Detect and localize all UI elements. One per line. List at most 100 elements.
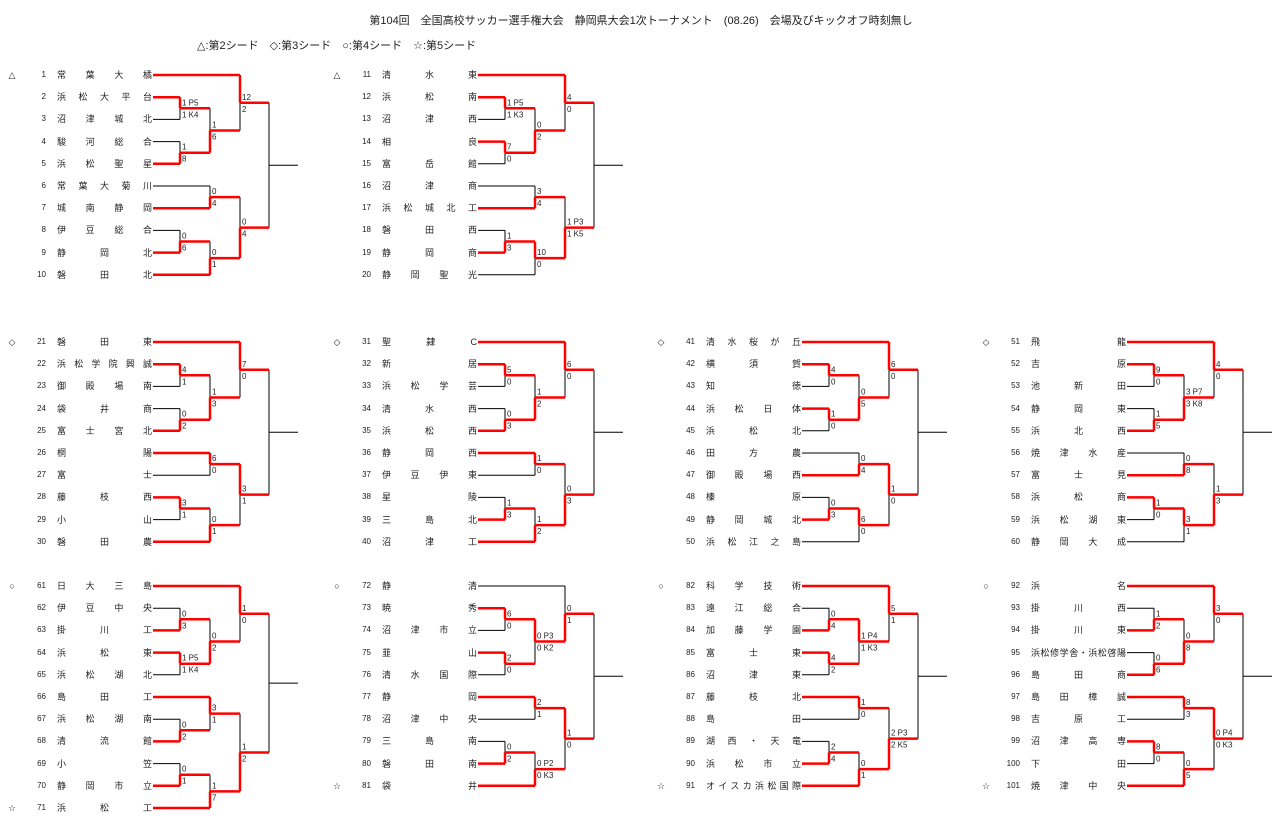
team-number: 55	[1011, 425, 1020, 435]
team-name: 浜松湖北	[57, 669, 152, 680]
team-name: 静岡聖光	[382, 269, 477, 280]
team-number: 87	[686, 692, 695, 701]
match-score: 1	[242, 497, 247, 506]
team-number: 1	[41, 70, 46, 79]
match-score: 7	[212, 793, 217, 802]
team-name: 富士	[57, 470, 152, 481]
match-score: 2	[242, 105, 247, 114]
team-number: 17	[362, 203, 371, 213]
team-number: 71	[37, 803, 46, 812]
match-score: 6	[212, 133, 217, 142]
team-name: 池新田	[1031, 381, 1126, 392]
team-number: 50	[686, 536, 695, 546]
team-number: 84	[686, 625, 695, 635]
match-score: 6	[1156, 666, 1161, 675]
team-number: 101	[1006, 780, 1020, 790]
team-number: 88	[686, 714, 695, 724]
team-number: 64	[37, 647, 46, 657]
team-name: 小笠	[57, 758, 152, 769]
match-score: 0	[567, 372, 572, 381]
match-score: 1	[537, 454, 542, 463]
team-number: 49	[686, 514, 695, 524]
team-name: 富士東	[706, 647, 801, 658]
team-name: 浜松東	[57, 647, 152, 658]
match-score: 3 K8	[1186, 400, 1203, 409]
match-score: 1	[537, 388, 542, 397]
match-score: 3	[1216, 604, 1221, 613]
team-name: 浜松日体	[706, 403, 801, 414]
match-score: 1	[182, 777, 187, 786]
match-score: 0	[1216, 616, 1221, 625]
team-number: 29	[37, 514, 46, 524]
team-number: 100	[1006, 758, 1020, 768]
match-score: 0	[861, 454, 866, 463]
match-score: 1	[242, 604, 247, 613]
match-score: 6	[507, 609, 512, 618]
team-name: 掛川西	[1031, 603, 1126, 614]
match-score: 1	[1216, 485, 1221, 494]
match-score: 0	[1156, 377, 1161, 386]
team-number: 19	[362, 247, 371, 257]
match-score: 0	[861, 710, 866, 719]
team-number: 47	[686, 470, 695, 480]
team-name: 伊豆中央	[57, 603, 152, 614]
match-score: 9	[1156, 365, 1161, 374]
team-number: 60	[1011, 536, 1020, 546]
team-name: 袋井	[382, 780, 477, 791]
team-name: 静岡商	[382, 247, 477, 258]
team-number: 76	[362, 669, 371, 679]
team-name: 星陵	[382, 492, 477, 503]
match-score: 3	[567, 497, 572, 506]
match-score: 0	[507, 377, 512, 386]
team-number: 37	[362, 470, 371, 480]
match-score: 3	[1216, 497, 1221, 506]
team-number: 65	[37, 669, 46, 679]
team-name: 袋井商	[57, 403, 152, 414]
match-score: 3	[182, 621, 187, 630]
match-score: 0	[1216, 372, 1221, 381]
team-name: 富士見	[1031, 470, 1126, 481]
team-name: 浜松学芸	[382, 381, 477, 392]
match-score: 3	[507, 511, 512, 520]
team-name: 田方農	[706, 448, 801, 458]
match-score: 1	[861, 771, 866, 780]
team-number: 90	[686, 758, 695, 768]
team-number: 59	[1011, 514, 1020, 524]
team-name: 浜松大平台	[57, 92, 152, 103]
team-name: 横須賀	[706, 359, 801, 370]
match-score: 10	[537, 248, 546, 257]
team-name: 下田	[1031, 758, 1126, 769]
match-score: 6	[182, 244, 187, 253]
team-name: 焼津水産	[1031, 448, 1126, 458]
team-name: 浜松修学舎・浜松啓陽	[1031, 647, 1126, 658]
match-score: 5	[891, 604, 896, 613]
match-score: 3	[831, 511, 836, 520]
match-score: 0	[831, 422, 836, 431]
team-number: 21	[37, 337, 46, 346]
match-score: 12	[242, 93, 251, 102]
team-name: 御殿場南	[57, 381, 152, 392]
team-name: 静岡西	[382, 448, 477, 458]
match-score: 5	[1156, 422, 1161, 431]
match-score: 1	[861, 698, 866, 707]
team-number: 63	[37, 625, 46, 635]
team-number: 36	[362, 448, 371, 457]
team-name: オイスカ浜松国際	[706, 780, 801, 791]
team-number: 43	[686, 381, 695, 391]
match-score: 0 P4	[1216, 729, 1233, 738]
team-name: 清水桜が丘	[706, 337, 801, 347]
team-name: 浜松西	[382, 425, 477, 436]
seed-marker: ☆	[656, 780, 666, 791]
match-score: 1	[567, 616, 572, 625]
team-number: 5	[41, 158, 46, 168]
match-score: 3 P7	[1186, 388, 1203, 397]
team-name: 静清	[382, 581, 477, 591]
team-number: 99	[1011, 736, 1020, 746]
team-number: 35	[362, 425, 371, 435]
team-name: 常葉大橘	[57, 70, 152, 80]
match-score: 1 P5	[182, 654, 199, 663]
seed-legend: △:第2シード ◇:第3シード ○:第4シード ☆:第5シード	[197, 40, 477, 52]
match-score: 6	[212, 454, 217, 463]
team-number: 13	[362, 114, 371, 124]
seed-marker: △	[8, 70, 16, 80]
